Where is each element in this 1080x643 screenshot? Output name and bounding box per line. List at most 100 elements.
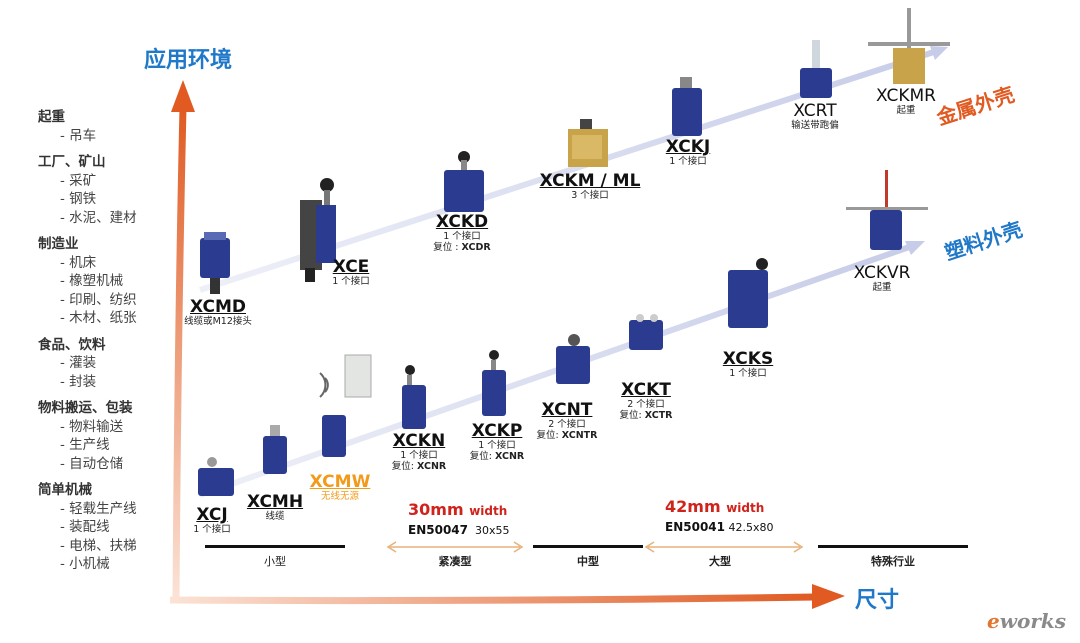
product-xcmw: XCMW 无线无源 bbox=[310, 473, 371, 502]
xcmh-image bbox=[263, 425, 287, 474]
product-note: 1 个接口 bbox=[332, 276, 370, 287]
product-xcmh: XCMH 线缆 bbox=[247, 493, 303, 522]
xckn-image bbox=[402, 365, 426, 429]
product-xce: XCE 1 个接口 bbox=[332, 258, 370, 287]
application-list: 起重- 吊车工厂、矿山- 采矿- 钢铁- 水泥、建材制造业- 机床- 橡塑机械-… bbox=[38, 104, 188, 574]
application-category: 起重 bbox=[38, 109, 65, 125]
application-item: - 封装 bbox=[60, 373, 97, 390]
xckmr-image bbox=[868, 8, 950, 84]
product-note: 1 个接口 bbox=[400, 450, 438, 461]
width-30-standard: EN50047 30x55 bbox=[408, 523, 510, 537]
segment-bar-medium bbox=[533, 545, 643, 548]
application-item: - 木材、纸张 bbox=[60, 310, 137, 326]
plastic-trend-arrowhead bbox=[905, 241, 925, 255]
product-reset: 复位: XCNR bbox=[391, 461, 447, 472]
segment-label-compact: 紧凑型 bbox=[438, 555, 472, 568]
y-axis-arrowhead bbox=[171, 80, 195, 112]
product-note: 3 个接口 bbox=[571, 190, 609, 201]
application-category: 制造业 bbox=[38, 236, 79, 252]
product-reset: 复位: XCNR bbox=[469, 451, 525, 462]
product-xcnt: XCNT 2 个接口 复位: XCNTR bbox=[537, 401, 598, 441]
x-axis-arrow bbox=[169, 593, 816, 605]
width-42-block: 42mm width EN50041 42.5x80 bbox=[665, 497, 774, 534]
xcmw-image bbox=[319, 354, 372, 457]
product-reset: 复位 : XCDR bbox=[433, 242, 491, 253]
xckd-image bbox=[444, 151, 484, 212]
product-name: XCJ bbox=[196, 505, 228, 525]
segment-label-large: 大型 bbox=[709, 555, 731, 568]
width-30-title: 30mm width bbox=[408, 500, 508, 519]
xcj-image bbox=[198, 457, 234, 496]
application-category: 物料搬运、包装 bbox=[38, 400, 133, 416]
product-xckp: XCKP 1 个接口 复位: XCNR bbox=[470, 422, 524, 462]
xcks-image bbox=[728, 258, 768, 328]
width-30-arrow bbox=[386, 541, 524, 553]
application-item: - 自动仓储 bbox=[60, 455, 124, 472]
segment-bar-small bbox=[205, 545, 345, 548]
width-30-block: 30mm width EN50047 30x55 bbox=[408, 500, 510, 537]
product-note: 1 个接口 bbox=[193, 524, 231, 535]
width-42-standard: EN50041 42.5x80 bbox=[665, 520, 774, 534]
product-name: XCKM / ML bbox=[539, 171, 641, 191]
product-reset: 复位: XCTR bbox=[619, 410, 673, 421]
application-item: - 物料输送 bbox=[60, 418, 124, 435]
product-note: 线缆或M12接头 bbox=[184, 316, 252, 327]
product-xcj: XCJ 1 个接口 bbox=[193, 506, 231, 535]
product-name: XCMD bbox=[189, 297, 247, 317]
application-item: - 装配线 bbox=[60, 519, 110, 535]
xckm-image bbox=[568, 119, 608, 167]
segment-label-special: 特殊行业 bbox=[871, 555, 915, 568]
y-axis-arrow bbox=[172, 107, 187, 599]
product-name: XCKVR bbox=[853, 263, 911, 283]
product-name: XCKJ bbox=[665, 137, 711, 157]
product-name: XCKT bbox=[621, 380, 671, 400]
product-note: 输送带跑偏 bbox=[791, 120, 839, 131]
y-axis-title: 应用环境 bbox=[144, 48, 233, 73]
xckj-image bbox=[672, 77, 702, 136]
product-name: XCMH bbox=[246, 492, 304, 512]
product-name: XCRT bbox=[793, 101, 837, 121]
segment-bar-special bbox=[818, 545, 968, 548]
application-item: - 灌装 bbox=[60, 355, 97, 371]
product-name: XCE bbox=[332, 257, 370, 277]
x-axis-arrowhead bbox=[812, 584, 845, 609]
product-xckm: XCKM / ML 3 个接口 bbox=[540, 172, 641, 201]
xckt-image bbox=[629, 314, 663, 350]
application-item: - 小机械 bbox=[60, 556, 110, 572]
product-xckvr: XCKVR 起重 bbox=[854, 264, 911, 293]
application-item: - 轻载生产线 bbox=[60, 500, 137, 517]
product-name: XCKP bbox=[471, 421, 523, 441]
product-name: XCKD bbox=[435, 212, 489, 232]
product-xckt: XCKT 2 个接口 复位: XCTR bbox=[620, 381, 673, 421]
application-item: - 水泥、建材 bbox=[60, 209, 137, 226]
width-42-arrow bbox=[644, 541, 804, 553]
width-42-title: 42mm width bbox=[665, 497, 765, 516]
product-reset: 复位: XCNTR bbox=[536, 430, 598, 441]
xckvr-image bbox=[846, 170, 928, 250]
xce-image bbox=[300, 178, 336, 282]
segment-label-medium: 中型 bbox=[577, 555, 599, 568]
xcmd-image bbox=[200, 232, 230, 294]
product-xckj: XCKJ 1 个接口 bbox=[666, 138, 710, 167]
product-note: 起重 bbox=[872, 282, 892, 293]
product-note: 2 个接口 bbox=[627, 399, 665, 410]
application-item: - 生产线 bbox=[60, 437, 110, 453]
application-item: - 钢铁 bbox=[60, 191, 97, 207]
product-xcks: XCKS 1 个接口 bbox=[723, 350, 773, 379]
metal-trend-arrowhead bbox=[930, 46, 948, 60]
product-xcmd: XCMD 线缆或M12接头 bbox=[184, 298, 252, 327]
x-axis-title: 尺寸 bbox=[855, 588, 900, 613]
segment-label-small: 小型 bbox=[264, 555, 286, 568]
product-xckmr: XCKMR 起重 bbox=[876, 87, 936, 116]
eworks-logo: eworks bbox=[987, 609, 1066, 633]
product-note: 1 个接口 bbox=[669, 156, 707, 167]
product-name: XCKMR bbox=[876, 86, 936, 106]
application-item: - 采矿 bbox=[60, 172, 97, 189]
application-item: - 橡塑机械 bbox=[60, 273, 124, 289]
application-item: - 机床 bbox=[60, 254, 97, 271]
application-item: - 电梯、扶梯 bbox=[60, 537, 137, 554]
application-category: 简单机械 bbox=[38, 482, 92, 498]
product-note: 无线无源 bbox=[320, 491, 359, 502]
product-name: XCKS bbox=[722, 349, 774, 369]
